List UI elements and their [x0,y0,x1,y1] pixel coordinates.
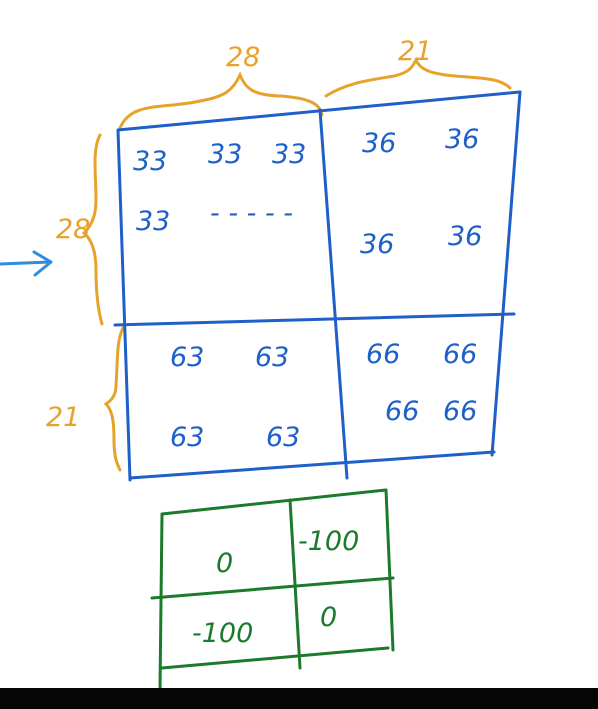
top-width-left: 28 [226,42,260,73]
bottom-black-bar [0,688,598,709]
cell-value: 36 [362,128,396,159]
filter-value: -100 [298,526,359,557]
filter-value: 0 [216,548,233,579]
left-height-bottom: 21 [46,402,80,433]
cell-value: 63 [266,422,300,453]
top-brace-left [118,71,324,130]
left-brace-top [81,133,104,326]
cell-value: 66 [366,339,400,370]
cell-value: 33 [272,139,306,170]
cell-value: 33 [136,206,170,237]
cell-value: 66 [385,396,419,427]
filter-value: 0 [320,602,337,633]
cell-value: 33 [208,139,242,170]
cell-value: 33 [133,146,167,177]
left-height-top: 28 [56,214,90,245]
cell-value: 66 [443,339,477,370]
left-brace-bottom [103,324,126,472]
filter-value: -100 [192,618,253,649]
cell-value: 63 [170,422,204,453]
cell-value: 63 [170,342,204,373]
top-brace-right [324,56,512,98]
cell-value: 36 [360,229,394,260]
ellipsis: - - - - - [210,198,293,229]
arrow-icon [0,250,53,277]
cell-value: 36 [445,124,479,155]
image-matrix-grid [113,90,522,482]
top-width-right: 21 [398,36,432,67]
filter-matrix-grid [150,488,395,692]
cell-value: 63 [255,342,289,373]
cell-value: 66 [443,396,477,427]
cell-value: 36 [448,221,482,252]
